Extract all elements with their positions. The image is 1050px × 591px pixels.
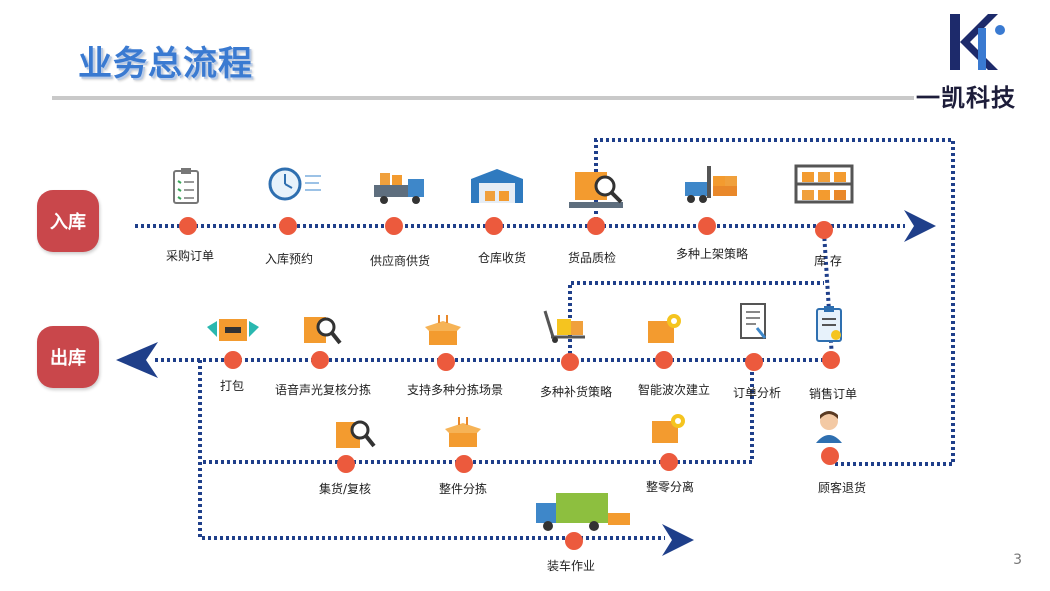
label-voice-light-review: 语音声光复核分拣: [274, 383, 372, 397]
node-split-separation: [660, 453, 678, 471]
node-picking-scenarios: [437, 353, 455, 371]
review-box-magnifier-icon: [304, 317, 342, 345]
section-inbound: 入库: [37, 190, 99, 252]
node-wave-creation: [655, 351, 673, 369]
packing-box-icon: [207, 319, 259, 341]
label-inbound-appointment: 入库预约: [264, 252, 314, 266]
node-inventory: [815, 221, 833, 239]
lower-loop-line: [200, 360, 754, 464]
title-divider: [52, 96, 914, 100]
label-packing: 打包: [219, 379, 245, 393]
label-loading: 装车作业: [546, 559, 596, 573]
sales-order-clipboard-icon: [816, 306, 842, 342]
node-loading: [565, 532, 583, 550]
order-document-icon: [740, 303, 767, 339]
smart-box-gear-icon: [648, 314, 681, 343]
label-quality-check: 货品质检: [567, 251, 617, 265]
outbound-arrow-icon: [116, 342, 158, 378]
node-packing: [224, 351, 242, 369]
label-wave-creation: 智能波次建立: [637, 383, 711, 397]
loading-arrow-icon: [662, 524, 694, 556]
label-purchase-order: 采购订单: [165, 249, 215, 263]
inbound-arrow-icon: [904, 210, 936, 242]
label-replenishment: 多种补货策略: [539, 385, 613, 399]
node-voice-light-review: [311, 351, 329, 369]
node-warehouse-receiving: [485, 217, 503, 235]
label-sales-order: 销售订单: [808, 387, 858, 401]
customer-avatar-icon: [816, 411, 842, 443]
node-inbound-appointment: [279, 217, 297, 235]
split-box-gear-icon: [652, 414, 685, 443]
loading-truck-icon: [536, 493, 630, 531]
storage-shelf-icon: [794, 164, 854, 204]
label-split-separation: 整零分离: [645, 480, 695, 494]
node-putaway-strategy: [698, 217, 716, 235]
label-whole-picking: 整件分拣: [438, 482, 488, 496]
replenish-loop-line: [568, 281, 824, 360]
label-collect-review: 集货/复核: [318, 482, 372, 496]
node-whole-picking: [455, 455, 473, 473]
label-inventory: 库 存: [814, 254, 842, 268]
section-outbound: 出库: [37, 326, 99, 388]
page-title: 业务总流程: [78, 44, 253, 84]
label-picking-scenarios: 支持多种分拣场景: [406, 383, 504, 397]
label-customer-return: 顾客退货: [817, 481, 867, 495]
node-customer-return: [821, 447, 839, 465]
truck-icon: [374, 173, 424, 204]
page-number: 3: [1013, 552, 1022, 568]
node-collect-review: [337, 455, 355, 473]
node-supplier-delivery: [385, 217, 403, 235]
quality-inspection-icon: [569, 172, 623, 208]
clock-icon: [268, 167, 321, 201]
loading-line: [198, 360, 665, 540]
open-box-icon: [425, 315, 461, 345]
company-name: 一凯科技: [916, 84, 1016, 112]
warehouse-icon: [471, 169, 523, 203]
node-quality-check: [587, 217, 605, 235]
label-warehouse-receiving: 仓库收货: [477, 251, 527, 265]
hand-truck-icon: [543, 310, 585, 343]
node-purchase-order: [179, 217, 197, 235]
label-putaway-strategy: 多种上架策略: [675, 247, 749, 261]
label-order-analysis: 订单分析: [732, 386, 782, 400]
clipboard-icon: [173, 168, 199, 204]
label-supplier-delivery: 供应商供货: [369, 254, 431, 268]
whole-box-icon: [445, 417, 481, 447]
node-sales-order: [822, 351, 840, 369]
forklift-icon: [685, 166, 737, 203]
node-replenishment: [561, 353, 579, 371]
node-order-analysis: [745, 353, 763, 371]
company-logo-icon: [950, 14, 1005, 70]
collect-box-magnifier-icon: [336, 420, 376, 448]
